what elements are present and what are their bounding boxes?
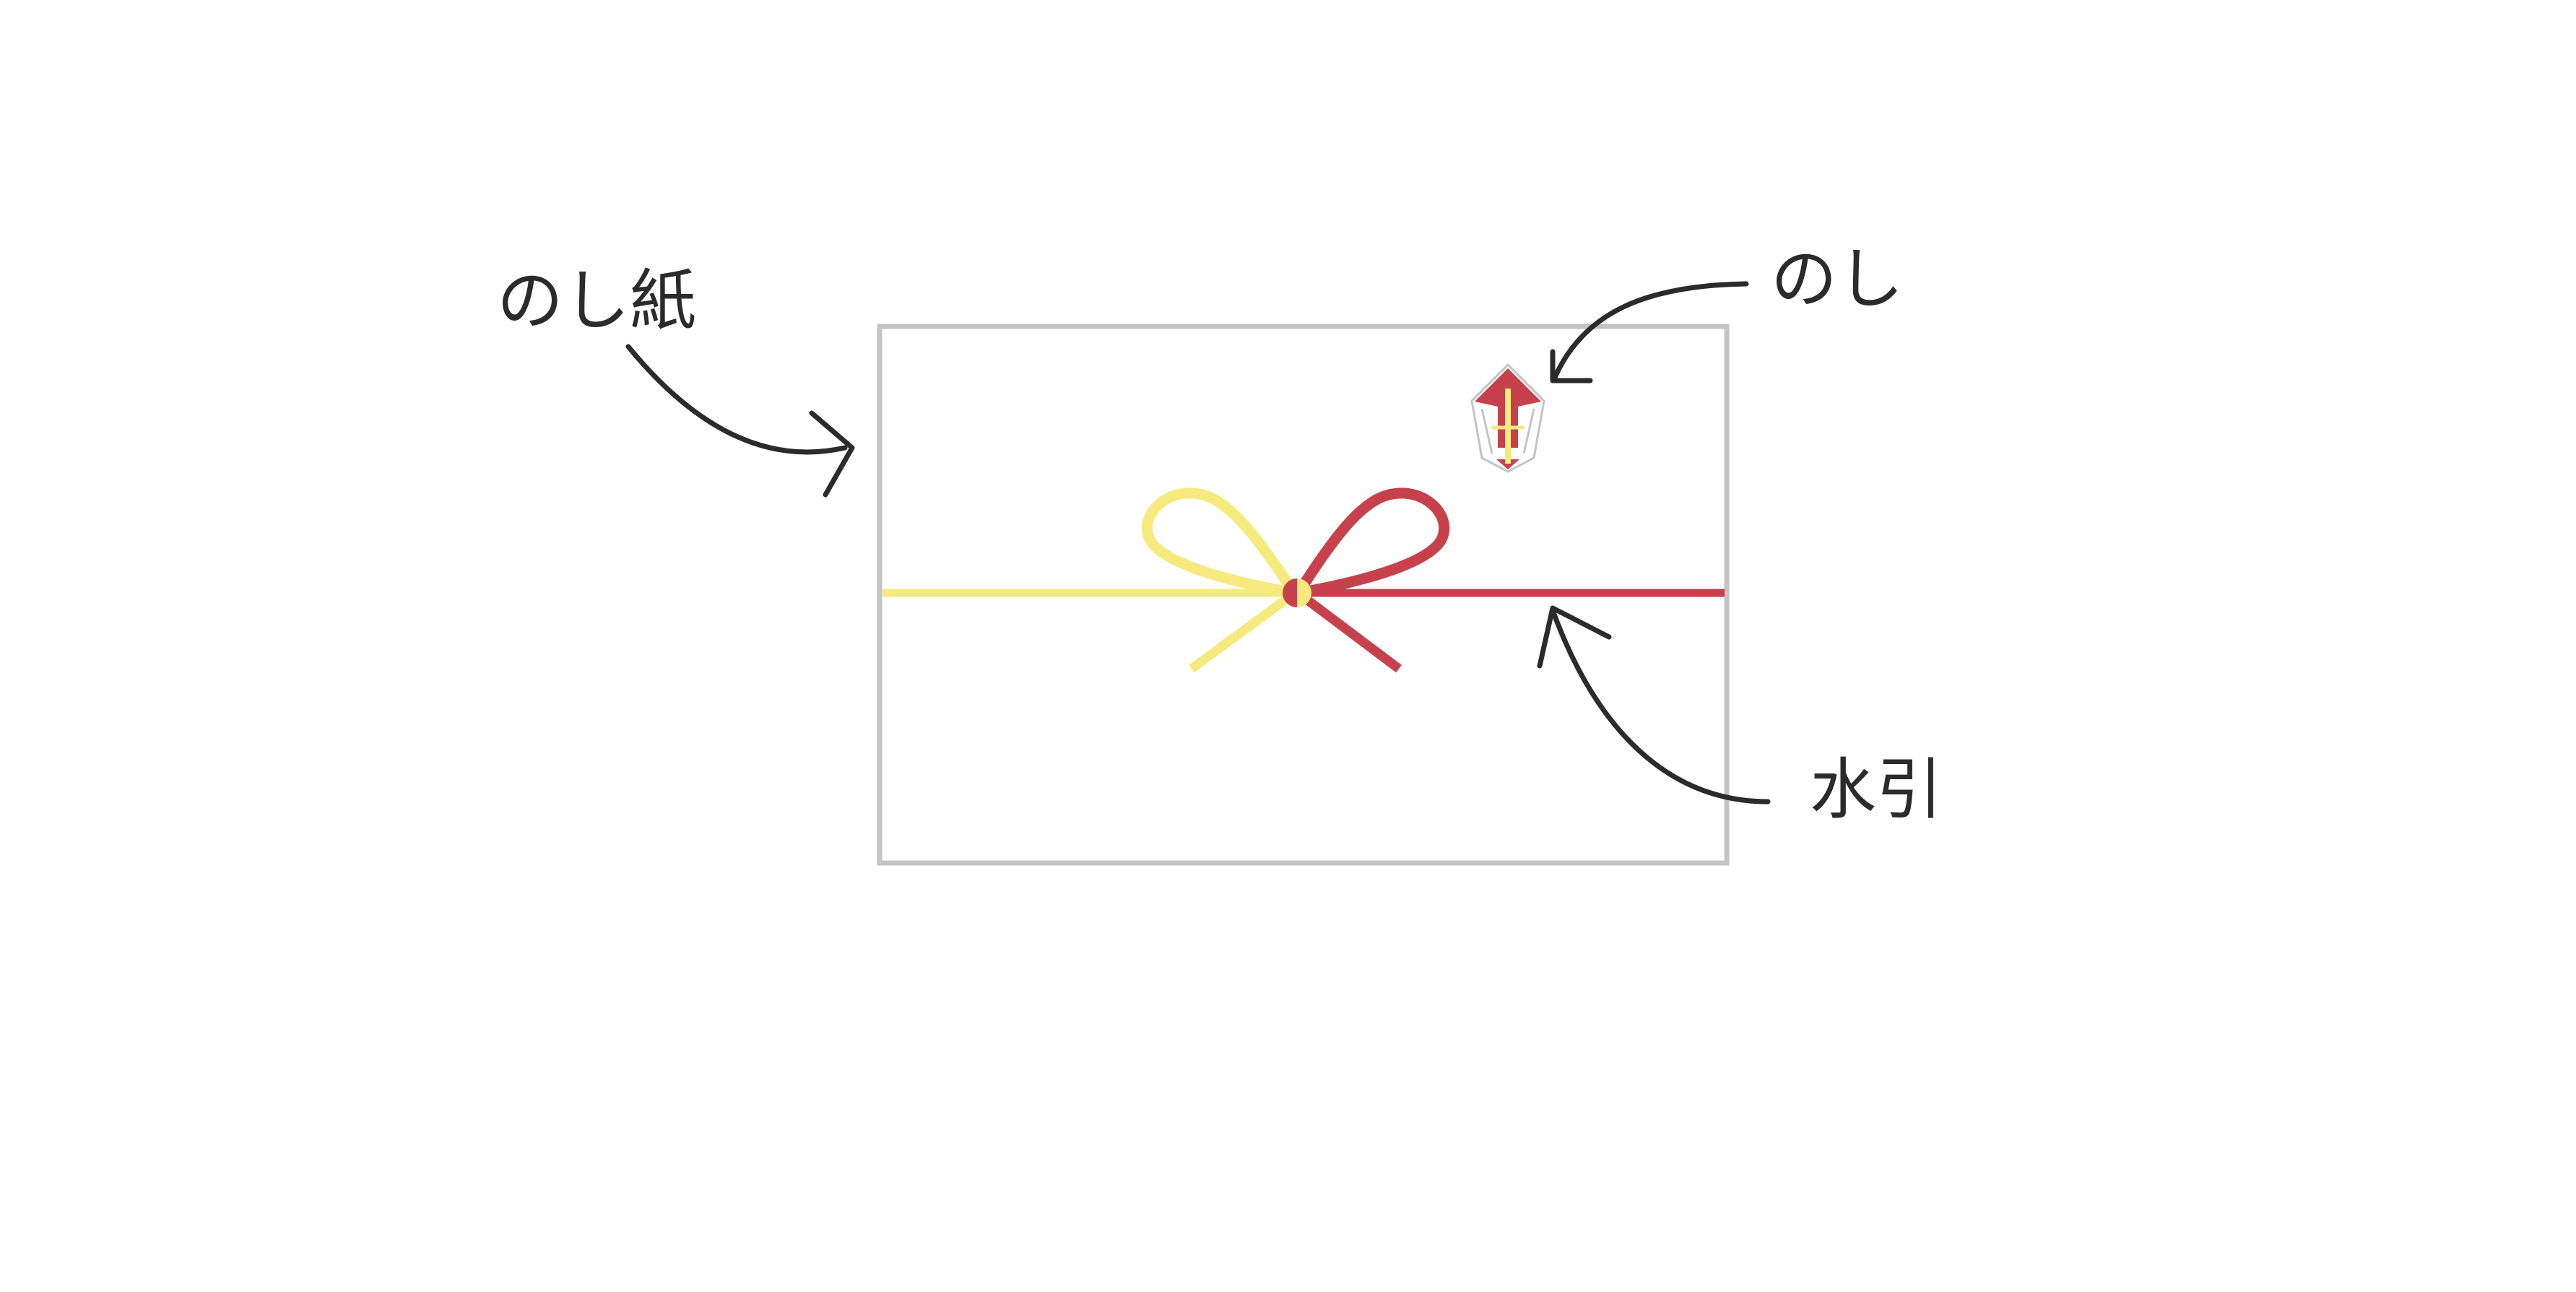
knot-left-half xyxy=(1283,578,1297,607)
arrow-head xyxy=(1550,349,1593,383)
arrow-head xyxy=(809,410,855,498)
arrow-shaft xyxy=(1550,607,1771,805)
label-noshi-paper: のし紙 xyxy=(497,262,696,339)
bow-loop-right xyxy=(1293,487,1450,599)
bow-loop-left xyxy=(1141,487,1300,599)
arrow-to-mizuhiki xyxy=(1537,605,1771,805)
knot-right-half xyxy=(1297,578,1311,607)
mizuhiki-knot xyxy=(1283,578,1311,607)
mizuhiki-bow xyxy=(1141,487,1450,673)
noshi-fold-left xyxy=(1480,408,1493,454)
bow-tail-left xyxy=(1189,592,1293,673)
arrow-shaft xyxy=(1551,281,1749,382)
arrow-to-noshi-paper xyxy=(625,344,855,498)
arrow-shaft xyxy=(625,344,848,455)
arrow-to-noshi xyxy=(1550,281,1749,383)
label-noshi: のし xyxy=(1771,240,1904,318)
noshi-fold-right xyxy=(1522,408,1535,454)
noshi-red-bottom xyxy=(1496,459,1519,469)
label-mizuhiki: 水引 xyxy=(1810,751,1943,828)
noshi-paper xyxy=(877,324,1730,866)
bow-tail-right xyxy=(1300,592,1402,673)
noshi-ornament xyxy=(1470,363,1545,473)
arrow-head xyxy=(1537,605,1612,669)
